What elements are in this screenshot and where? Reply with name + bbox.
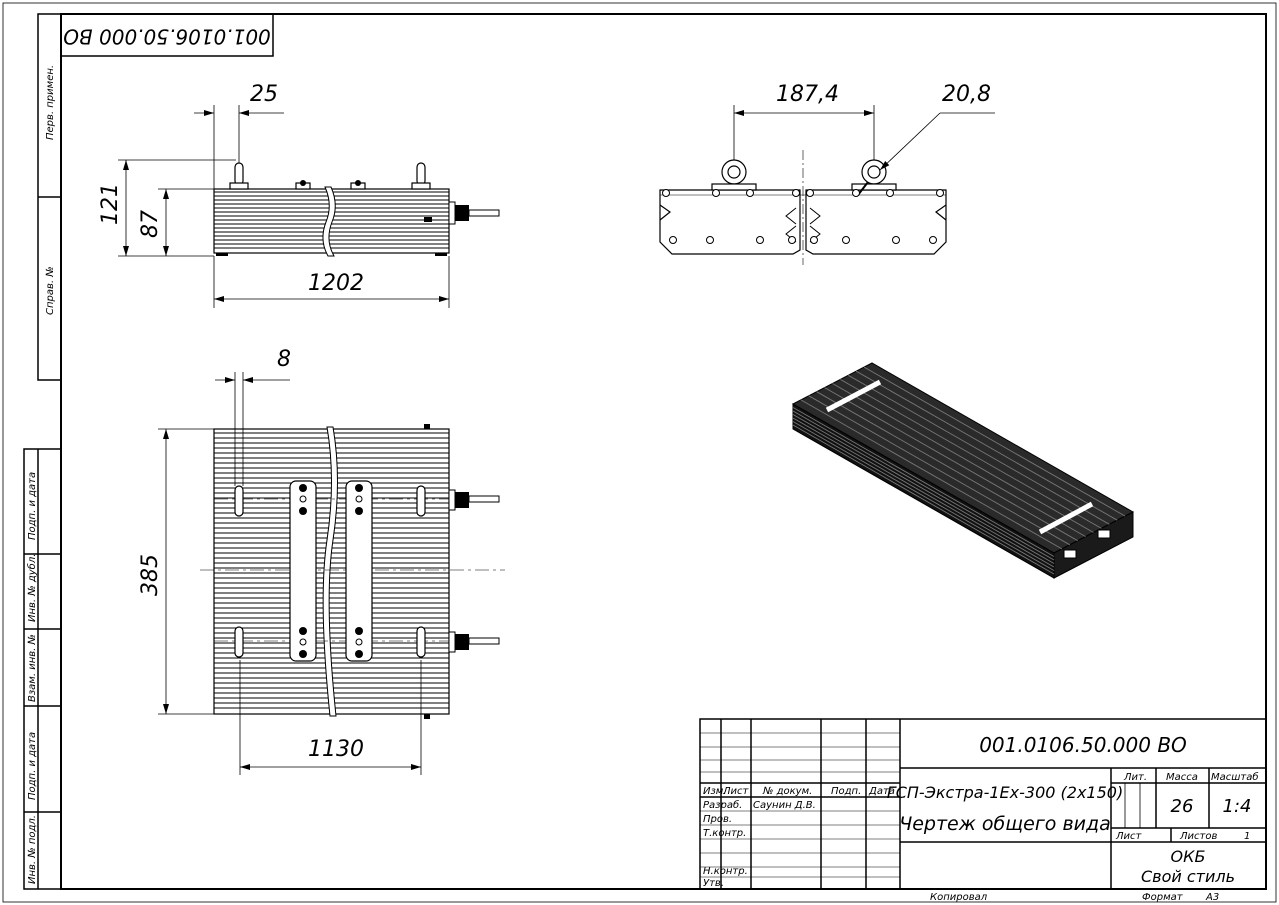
dim-top-width: 385: [138, 554, 163, 596]
drawing-frame: [60, 13, 1267, 890]
label-copied: Копировал: [930, 892, 988, 903]
left-side-stamp: [23, 13, 62, 890]
front-view: [213, 162, 500, 257]
dim-end-hole: 20,8: [942, 82, 991, 107]
sheets-value: 1: [1244, 831, 1250, 842]
side-label-podp-data-1: Подп. и дата: [27, 472, 38, 540]
header-izm: Изм.: [703, 786, 727, 797]
format-value: A3: [1205, 892, 1219, 903]
dim-front-height-body: 87: [138, 210, 163, 238]
scale-value: 1:4: [1223, 796, 1252, 817]
dim-top-spacing: 1130: [308, 737, 364, 762]
top-view: [200, 424, 505, 719]
label-format: Формат: [1142, 892, 1184, 903]
label-sheets: Листов: [1179, 831, 1217, 842]
dim-end-spacing: 187,4: [776, 82, 839, 107]
role-tkontr: Т.контр.: [703, 828, 746, 839]
code-top: 001.0106.50.000 ВО: [63, 25, 271, 49]
dim-top-offset: 8: [277, 347, 291, 372]
role-razrab: Разраб.: [703, 799, 742, 811]
role-utv: Утв.: [703, 878, 724, 889]
end-dimensions: [733, 105, 995, 171]
label-mass: Масса: [1166, 772, 1198, 783]
side-label-vzam-inv: Взам. инв. №: [27, 634, 38, 702]
header-doc-no: № докум.: [762, 786, 812, 797]
role-nkontr: Н.контр.: [703, 866, 748, 877]
isometric-view: [791, 362, 1135, 579]
title-block-lines: [699, 718, 1267, 890]
org-line2: Свой стиль: [1141, 867, 1235, 886]
header-podp: Подп.: [831, 786, 861, 797]
header-data: Дата: [868, 786, 895, 797]
header-list: Лист: [722, 786, 750, 797]
product-name: ГСП-Экстра-1Ex-300 (2х150): [887, 783, 1123, 802]
side-label-podp-data-2: Подп. и дата: [27, 732, 38, 800]
side-label-inv-dubl: Инв. № дубл.: [26, 554, 38, 622]
side-label-inv-podl: Инв. № подл.: [27, 815, 38, 884]
role-prov: Пров.: [703, 814, 732, 825]
label-scale: Масштаб: [1211, 771, 1259, 783]
end-view-holes: [662, 189, 944, 244]
label-sheet: Лист: [1115, 831, 1143, 842]
dim-front-height-total: 121: [98, 183, 123, 225]
title-block-code: 001.0106.50.000 ВО: [979, 733, 1187, 757]
title-block-thin-lines: [700, 732, 900, 878]
front-dimensions: [118, 105, 450, 308]
org-line1: ОКБ: [1171, 847, 1206, 866]
side-label-sprav: Справ. №: [45, 266, 56, 315]
dim-front-offset: 25: [250, 82, 278, 107]
document-name: Чертеж общего вида: [899, 813, 1111, 835]
side-label-perv-primen: Перв. примен.: [45, 65, 56, 140]
code-box-top: [60, 13, 274, 57]
dim-front-length: 1202: [308, 271, 364, 296]
top-dimensions: [158, 372, 422, 775]
label-lit: Лит.: [1123, 772, 1147, 783]
developer-name: Саунин Д.В.: [753, 800, 816, 811]
mass-value: 26: [1171, 796, 1194, 817]
end-view: [659, 150, 947, 265]
